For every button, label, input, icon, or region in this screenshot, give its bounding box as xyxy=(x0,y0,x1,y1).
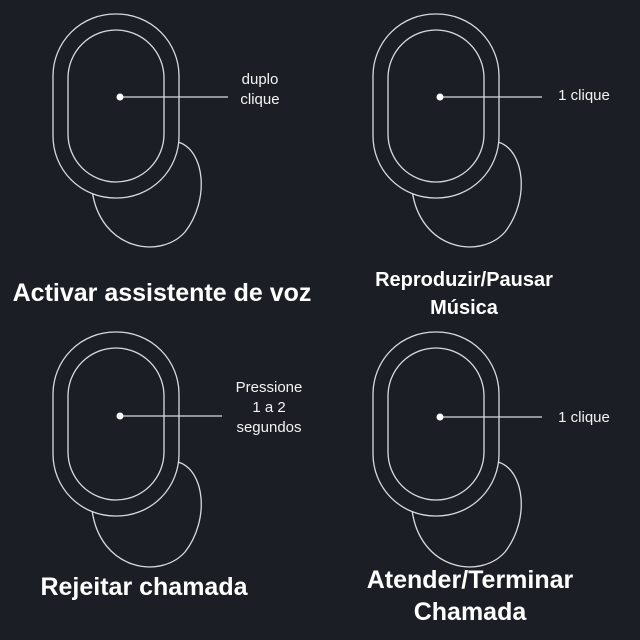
tap-point-icon xyxy=(436,413,444,421)
gesture-panel-voice-assistant: duplo clique Activar assistente de voz xyxy=(0,0,320,320)
gesture-title: Atender/Terminar Chamada xyxy=(366,566,574,626)
gesture-hint: Pressione 1 a 2 segundos xyxy=(235,379,303,436)
gesture-panel-play-pause: 1 clique Reproduzir/Pausar Música xyxy=(320,0,640,320)
gesture-hint: 1 clique xyxy=(558,87,610,104)
earbud-outline-icon xyxy=(372,331,542,568)
gesture-panel-answer-end-call: 1 clique Atender/Terminar Chamada xyxy=(320,320,640,640)
gesture-title: Activar assistente de voz xyxy=(12,279,312,307)
gesture-title: Rejeitar chamada xyxy=(40,573,248,601)
gesture-panel-reject-call: Pressione 1 a 2 segundos Rejeitar chamad… xyxy=(0,320,320,640)
gesture-hint: 1 clique xyxy=(558,409,610,426)
gesture-hint: duplo clique xyxy=(240,71,280,108)
earbud-outline-icon xyxy=(372,13,542,248)
tap-point-icon xyxy=(436,93,444,101)
earbud-outline-icon xyxy=(52,13,228,248)
earbud-outline-icon xyxy=(52,331,222,568)
gesture-title: Reproduzir/Pausar Música xyxy=(375,269,553,319)
tap-point-icon xyxy=(116,93,124,101)
tap-point-icon xyxy=(116,412,124,420)
